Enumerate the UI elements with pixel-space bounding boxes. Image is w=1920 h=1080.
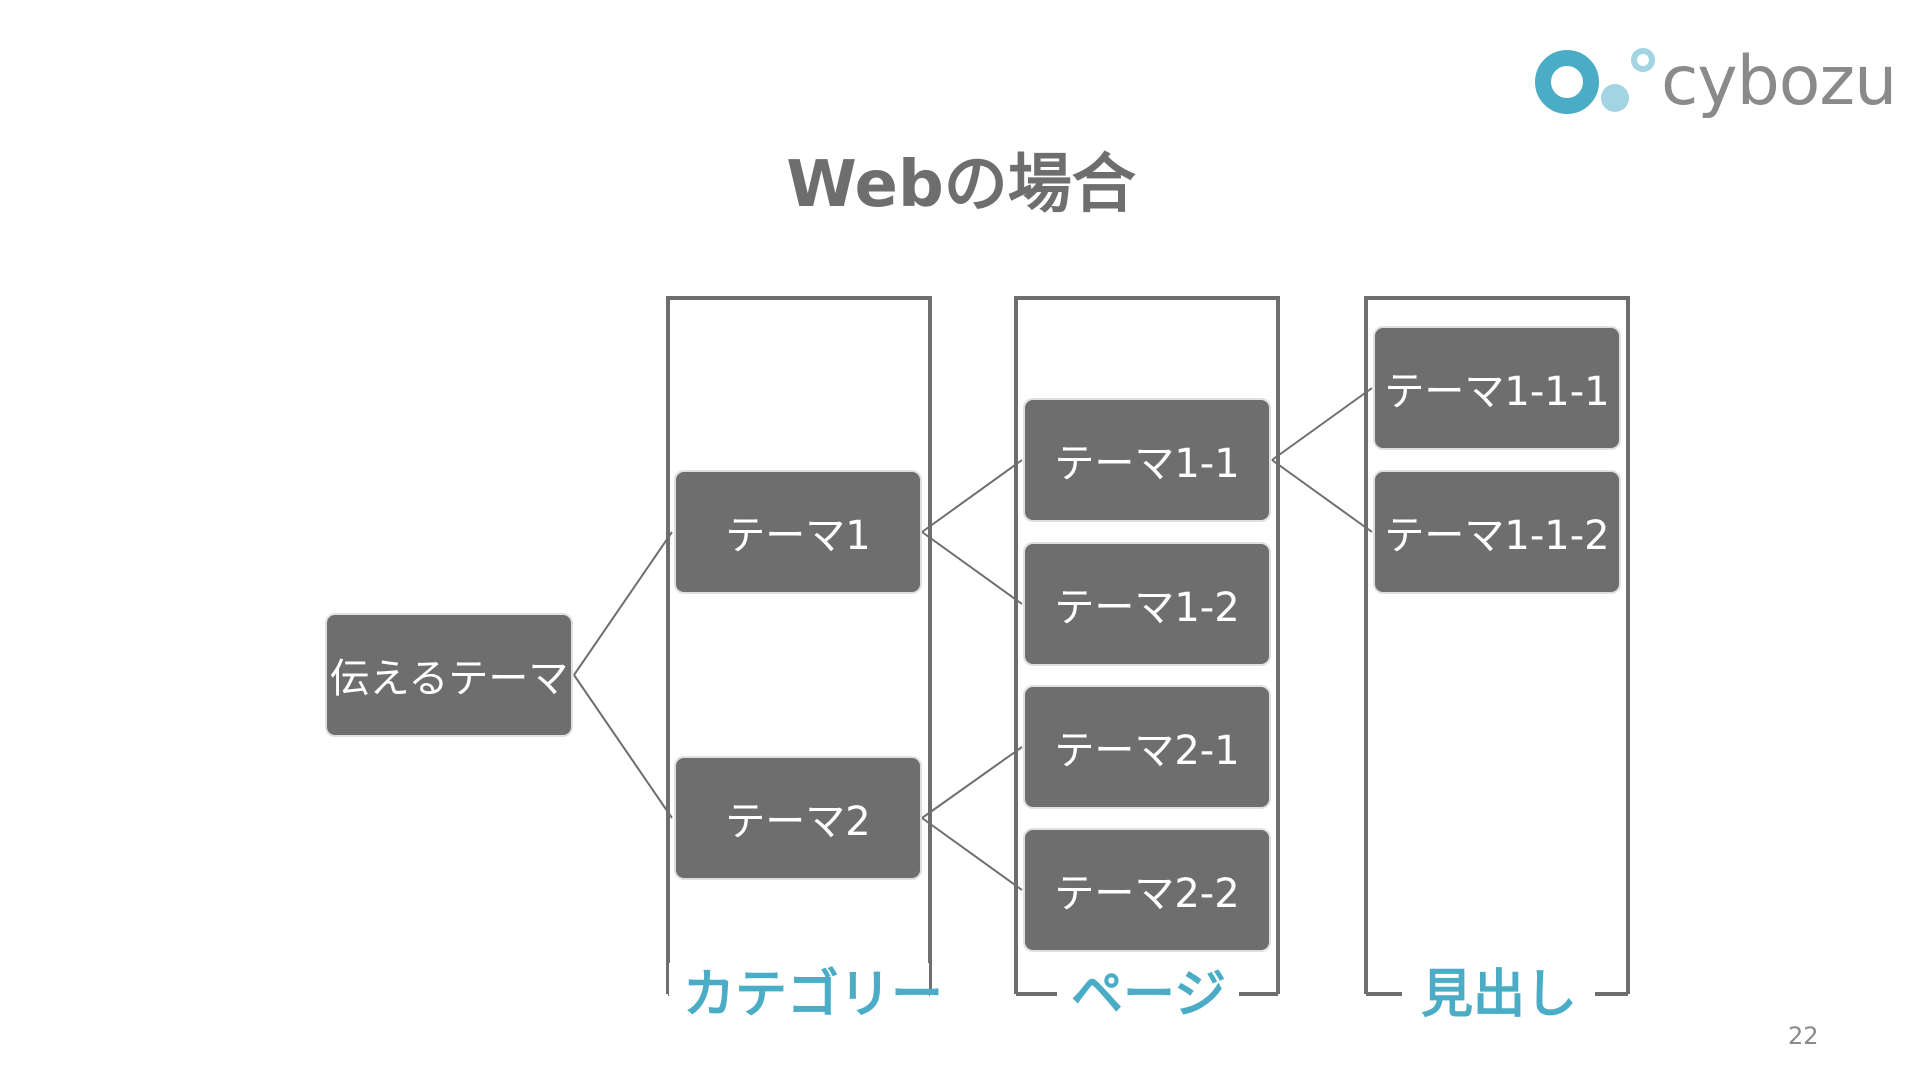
node-root: 伝えるテーマ bbox=[327, 615, 571, 735]
frame-category bbox=[666, 296, 932, 994]
slide-title: Webの場合 bbox=[0, 140, 1920, 230]
connector-cat2-page4 bbox=[921, 817, 1023, 891]
node-page-3: テーマ2-1 bbox=[1025, 687, 1269, 807]
connector-page1-heading2 bbox=[1271, 459, 1373, 533]
node-category-1: テーマ1 bbox=[676, 472, 920, 592]
title-text: Webの場合 bbox=[786, 148, 1136, 222]
node-label: テーマ1-2 bbox=[1054, 585, 1240, 631]
connector-root-cat2 bbox=[573, 674, 673, 819]
node-heading-2: テーマ1-1-2 bbox=[1375, 472, 1619, 592]
frame-page bbox=[1014, 296, 1280, 994]
column-label-category: カテゴリー bbox=[669, 963, 943, 1027]
node-label: テーマ2-1 bbox=[1054, 728, 1240, 774]
node-label: テーマ1-1 bbox=[1054, 441, 1240, 487]
node-label: テーマ1 bbox=[725, 513, 871, 559]
node-category-2: テーマ2 bbox=[676, 758, 920, 878]
node-page-4: テーマ2-2 bbox=[1025, 830, 1269, 950]
node-label: テーマ2-2 bbox=[1054, 871, 1240, 917]
node-page-2: テーマ1-2 bbox=[1025, 544, 1269, 664]
column-label-page: ページ bbox=[1057, 963, 1239, 1027]
node-label: 伝えるテーマ bbox=[329, 656, 569, 702]
node-page-1: テーマ1-1 bbox=[1025, 400, 1269, 520]
connector-cat2-page3 bbox=[921, 746, 1023, 819]
node-heading-1: テーマ1-1-1 bbox=[1375, 328, 1619, 448]
connector-root-cat1 bbox=[573, 531, 673, 676]
page-number: 22 bbox=[1788, 1022, 1819, 1050]
node-label: テーマ1-1-2 bbox=[1384, 513, 1610, 559]
node-label: テーマ1-1-1 bbox=[1384, 369, 1610, 415]
connector-page1-heading1 bbox=[1271, 387, 1373, 461]
connector-cat1-page2 bbox=[921, 531, 1023, 605]
logo-text: cybozu bbox=[1661, 42, 1897, 121]
frame-heading bbox=[1364, 296, 1630, 994]
connector-cat1-page1 bbox=[921, 459, 1023, 533]
column-label-heading: 見出し bbox=[1403, 963, 1595, 1027]
cybozu-logo: cybozu bbox=[1535, 40, 1897, 130]
connectors bbox=[573, 387, 1373, 891]
logo-mark-icon bbox=[1535, 48, 1655, 114]
node-label: テーマ2 bbox=[725, 799, 871, 845]
